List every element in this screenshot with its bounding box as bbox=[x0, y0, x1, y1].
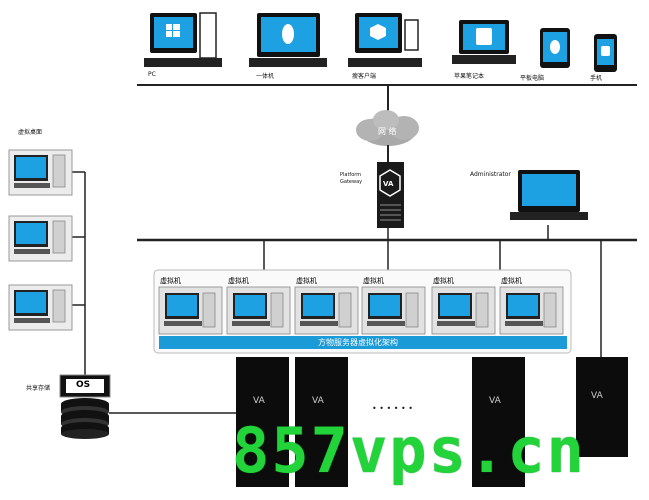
server-4 bbox=[576, 357, 628, 457]
left-desktop-1 bbox=[8, 149, 73, 196]
shared-storage bbox=[59, 374, 111, 439]
left-group-caption: 虚拟桌面 bbox=[18, 129, 43, 136]
device-phone bbox=[594, 34, 617, 72]
storage-caption: 共享存储 bbox=[26, 385, 51, 392]
vm-label-3: 虚拟机 bbox=[296, 277, 317, 285]
vm-box-1 bbox=[158, 286, 223, 335]
vm-label-1: 虚拟机 bbox=[160, 277, 181, 285]
middle-network-bus bbox=[137, 225, 637, 360]
server-1 bbox=[236, 357, 289, 487]
vm-boxes bbox=[158, 286, 564, 335]
physical-servers bbox=[236, 357, 628, 487]
vm-box-6 bbox=[499, 286, 564, 335]
device-caption-tablet: 平板电脑 bbox=[520, 75, 545, 82]
server-label-3: VA bbox=[489, 396, 501, 406]
more-servers-dots: • • • • • • bbox=[372, 404, 414, 413]
top-network-bus bbox=[137, 84, 637, 112]
device-pc bbox=[144, 12, 222, 67]
device-thin-client bbox=[348, 13, 422, 67]
device-caption-aio: 一体机 bbox=[256, 73, 275, 80]
device-caption-thin-client: 瘦客户端 bbox=[352, 73, 377, 80]
device-caption-phone: 手机 bbox=[590, 75, 603, 82]
vm-box-4 bbox=[361, 286, 426, 335]
device-aio bbox=[249, 13, 327, 67]
watermark-text: 857vps.cn bbox=[232, 414, 586, 487]
network-cloud bbox=[356, 110, 419, 146]
device-mac-laptop bbox=[452, 20, 516, 64]
gateway-badge-label: VA bbox=[383, 180, 394, 188]
device-tablet bbox=[540, 28, 570, 68]
vm-box-3 bbox=[294, 286, 359, 335]
vm-label-2: 虚拟机 bbox=[228, 277, 249, 285]
left-desktop-3 bbox=[8, 284, 73, 331]
vm-label-4: 虚拟机 bbox=[363, 277, 384, 285]
server-label-4: VA bbox=[591, 391, 603, 401]
admin-monitor bbox=[510, 170, 588, 220]
left-desktop-2 bbox=[8, 215, 73, 262]
storage-os-label: OS bbox=[76, 380, 91, 390]
device-caption-pc: PC bbox=[148, 71, 156, 78]
vm-label-6: 虚拟机 bbox=[501, 277, 522, 285]
network-label: 网 络 bbox=[378, 127, 397, 136]
server-2 bbox=[295, 357, 348, 487]
gateway-server bbox=[377, 162, 404, 228]
server-3 bbox=[472, 357, 525, 487]
server-label-2: VA bbox=[312, 396, 324, 406]
platform-bar-label: 方物服务器虚拟化架构 bbox=[318, 338, 398, 347]
vm-box-2 bbox=[226, 286, 291, 335]
vm-box-5 bbox=[431, 286, 496, 335]
admin-caption: Administrator bbox=[470, 171, 511, 178]
server-label-1: VA bbox=[253, 396, 265, 406]
device-caption-mac-laptop: 苹果笔记本 bbox=[454, 73, 485, 80]
vm-label-5: 虚拟机 bbox=[433, 277, 454, 285]
gateway-caption: Platform Gateway bbox=[340, 172, 363, 185]
